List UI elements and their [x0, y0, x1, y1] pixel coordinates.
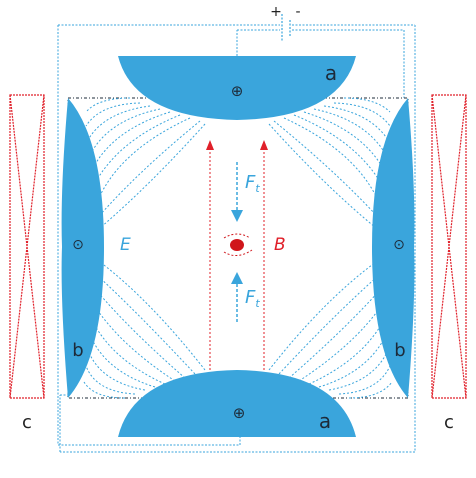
left-electrode	[61, 98, 104, 398]
left-coil	[9, 94, 45, 399]
field-lines-bottom-right	[268, 261, 393, 399]
field-lines-top-right	[268, 97, 391, 229]
circuit-wires	[57, 24, 416, 453]
right-electrode	[372, 98, 415, 398]
battery-symbol	[281, 14, 291, 42]
right-electrode-label: b	[394, 340, 405, 361]
magnetic-arrowhead-left	[206, 140, 214, 150]
battery-minus-label: -	[295, 4, 300, 20]
electric-field-label: E	[120, 235, 131, 255]
magnetic-field-label: B	[274, 235, 286, 255]
right-coil-label: c	[444, 412, 454, 433]
force-top-label: Ft	[245, 172, 260, 195]
bottom-electrode	[118, 370, 356, 437]
force-bottom-symbol: F	[245, 287, 256, 308]
bottom-electrode-label: a	[319, 409, 331, 433]
force-bottom-subscript: t	[255, 297, 260, 310]
top-electrode	[118, 56, 356, 120]
particle-orbit	[223, 233, 253, 256]
force-arrow-top	[231, 162, 243, 222]
left-coil-label: c	[22, 412, 32, 433]
battery-plus-label: +	[270, 4, 282, 20]
left-neutral-sign: ⊙	[72, 237, 84, 253]
force-top-symbol: F	[245, 172, 256, 193]
force-bottom-label: Ft	[245, 287, 260, 310]
charged-particle	[230, 239, 244, 251]
bottom-positive-sign: ⊕	[233, 404, 246, 422]
right-neutral-sign: ⊙	[393, 237, 405, 253]
top-positive-sign: ⊕	[231, 82, 244, 100]
left-electrode-label: b	[72, 340, 83, 361]
force-arrow-bottom	[231, 272, 243, 322]
field-lines-top-left	[85, 97, 206, 229]
top-electrode-label: a	[325, 61, 337, 85]
magnetic-arrowhead-right	[260, 140, 268, 150]
force-top-subscript: t	[255, 182, 260, 195]
right-coil	[431, 94, 467, 399]
magnetic-field-lines	[209, 148, 265, 370]
